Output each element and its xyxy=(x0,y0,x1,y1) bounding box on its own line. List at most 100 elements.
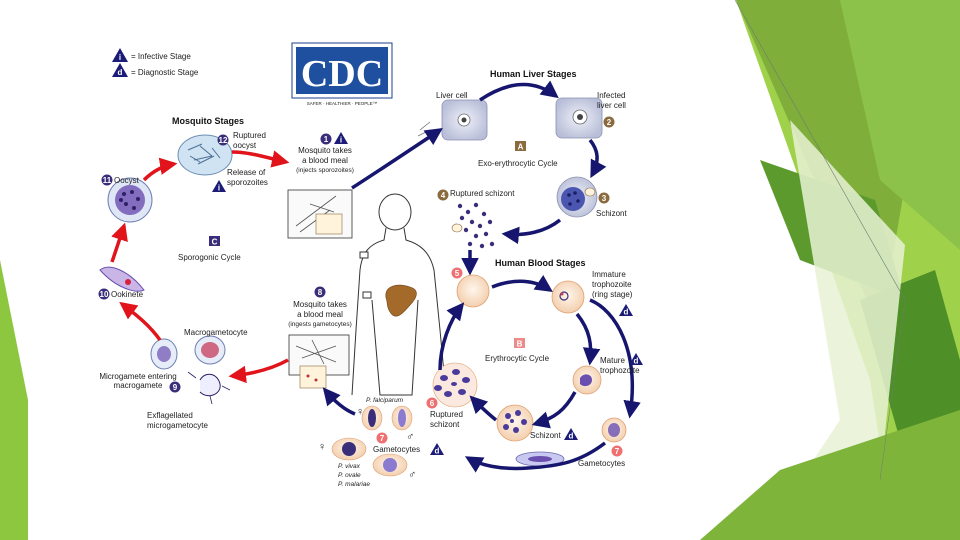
step-2-circle xyxy=(603,116,615,128)
arrow-gamete-to-ookinete xyxy=(119,301,162,342)
label-ruptured-blood-1: Ruptured xyxy=(430,410,463,419)
arrow-merozoite-to-ring xyxy=(491,274,553,292)
human-head xyxy=(378,193,412,231)
step-7-center: 7 xyxy=(380,434,385,443)
step-9-circle xyxy=(169,381,181,393)
arrow-mature-to-schizont xyxy=(531,391,577,429)
step-7-right-circle xyxy=(611,445,623,457)
legend-infective-text: = Infective Stage xyxy=(131,52,191,61)
arrow-ookinete-to-oocyst xyxy=(110,222,128,263)
mosquito-cycle xyxy=(99,134,233,405)
cycle-b-label: Erythrocytic Cycle xyxy=(485,354,550,363)
cdc-logo-tagline: SAFER · HEALTHIER · PEOPLE™ xyxy=(307,101,377,106)
cycle-b-badge xyxy=(514,338,525,348)
step-6: 6 xyxy=(430,399,435,408)
cdc-logo-text: CDC xyxy=(301,53,383,95)
ookinete-shape xyxy=(99,266,145,292)
liver-stages-title: Human Liver Stages xyxy=(490,69,577,79)
step-2: 2 xyxy=(607,118,612,127)
label-exflagellated-1: Exflagellated xyxy=(147,411,193,420)
label-macrogametocyte: Macrogametocyte xyxy=(184,328,248,337)
diagnostic-tag-ring xyxy=(619,304,633,316)
label-microgamete-1: Microgamete entering xyxy=(99,372,176,381)
diagnostic-tag-gametocytes-letter: d xyxy=(435,447,440,456)
mosquito-bite-lower xyxy=(288,334,350,389)
label-liver-cell: Liver cell xyxy=(436,91,468,100)
label-mature-2: trophozoite xyxy=(600,366,640,375)
ruptured-blood-schizont xyxy=(432,362,478,408)
step-4-circle xyxy=(437,189,449,201)
diagram-labels: Liver cell Infected liver cell Schizont … xyxy=(99,91,640,488)
label-liver-schizont: Schizont xyxy=(596,209,627,218)
female-symbol-falciparum: ♀ xyxy=(356,406,364,418)
arrow-schizont-to-ruptured xyxy=(501,218,562,245)
label-ruptured-oocyst-1: Ruptured xyxy=(233,131,266,140)
arrow-ruptured-to-bite xyxy=(231,150,290,168)
cycle-c-letter: C xyxy=(212,238,218,247)
infective-tag-sporozoites xyxy=(212,180,226,192)
cycle-b-letter: B xyxy=(517,340,523,349)
label-meal1-2: a blood meal xyxy=(302,156,348,165)
green-shape-pale xyxy=(760,120,905,540)
cycle-a-letter: A xyxy=(518,143,524,152)
label-ruptured-oocyst-2: oocyst xyxy=(233,141,257,150)
label-meal1-3: (injects sporozoites) xyxy=(296,167,354,174)
liver-cycle xyxy=(417,97,603,249)
label-meal2-1: Mosquito takes xyxy=(293,300,347,309)
arrow-bite-to-gametes xyxy=(228,358,289,384)
arrow-oocyst-to-ruptured xyxy=(142,157,178,182)
label-microgamete-2: macrogamete xyxy=(114,381,163,390)
label-p-vivax: P. vivax xyxy=(338,463,361,470)
human-figure xyxy=(351,193,447,396)
arrow-schizont-to-ruptured-blood xyxy=(469,395,498,422)
ookinete-nucleus xyxy=(125,279,131,285)
label-blood-schizont: Schizont xyxy=(530,431,561,440)
exflagellated-cell xyxy=(199,373,221,397)
arrow-liver-to-infected xyxy=(479,80,559,102)
label-p-malariae: P. malariae xyxy=(338,481,370,488)
label-ruptured-blood-2: schizont xyxy=(430,420,460,429)
arrow-infected-to-schizont xyxy=(588,138,607,179)
mosquito-stages-title: Mosquito Stages xyxy=(172,116,244,126)
label-p-falciparum: P. falciparum xyxy=(366,397,404,404)
step-8: 8 xyxy=(318,288,323,297)
label-immature-1: Immature xyxy=(592,270,626,279)
label-p-ovale: P. ovale xyxy=(338,472,361,479)
male-symbol-vivax: ♂ xyxy=(408,469,416,481)
green-shape-bottom xyxy=(700,410,960,540)
step-1-circle xyxy=(320,133,332,145)
infective-stage-icon xyxy=(112,48,128,62)
label-exflagellated-2: microgametocyte xyxy=(147,421,208,430)
label-release-1: Release of xyxy=(227,168,266,177)
blood-stages-title: Human Blood Stages xyxy=(495,258,586,268)
step-12: 12 xyxy=(219,136,228,145)
label-immature-3: (ring stage) xyxy=(592,290,633,299)
label-gametocytes-center: Gametocytes xyxy=(373,445,420,454)
legend-infective-letter: i xyxy=(119,53,121,62)
label-gametocytes-right: Gametocytes xyxy=(578,459,625,468)
diagnostic-tag-schizont xyxy=(564,428,578,440)
cycle-a-badge xyxy=(515,141,526,151)
label-mature-1: Mature xyxy=(600,356,625,365)
diagnostic-stage-icon xyxy=(112,63,128,77)
oocyst-dots xyxy=(119,190,140,210)
step-7-right: 7 xyxy=(615,447,620,456)
step-11-circle xyxy=(101,174,113,186)
rbc-merozoite-entry xyxy=(456,274,490,308)
arrow-gametocyte-to-samples xyxy=(464,441,607,473)
cycle-arrows xyxy=(110,80,641,473)
step-markers: 1 2 3 4 5 6 7 7 8 9 10 11 12 xyxy=(98,116,623,457)
cdc-logo-box xyxy=(296,47,388,94)
flagella xyxy=(187,371,231,405)
step-4: 4 xyxy=(441,191,446,200)
rbc-blood-schizont xyxy=(496,404,534,442)
female-symbol-vivax: ♀ xyxy=(318,441,326,453)
cycle-a-label: Exo-erythrocytic Cycle xyxy=(478,159,558,168)
thin-line-1 xyxy=(734,0,906,301)
male-symbol-falciparum: ♂ xyxy=(406,431,414,443)
diagnostic-tag-schizont-letter: d xyxy=(569,432,574,441)
infective-tag-bite-letter: i xyxy=(340,136,342,145)
step-11: 11 xyxy=(103,176,112,185)
label-release-2: sporozoites xyxy=(227,178,268,187)
